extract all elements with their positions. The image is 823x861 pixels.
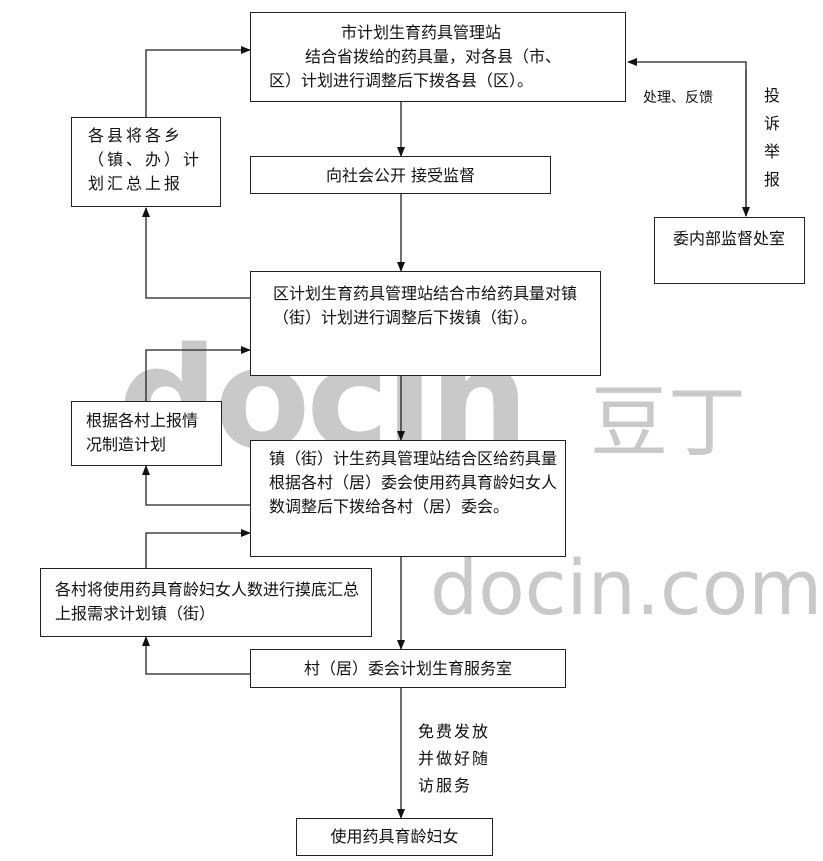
box-public-supervision: 向社会公开 接受监督 xyxy=(250,156,551,194)
label-feedback: 处理、反馈 xyxy=(643,90,713,106)
arrow-village-plan-to-district xyxy=(145,346,251,401)
label-complaint-char-3: 举 xyxy=(764,142,781,161)
box-city-station: 市计划生育药具管理站 结合省拨给的药具量，对各县（市、 区）计划进行调整后下拨各… xyxy=(250,12,626,102)
city-station-line2: 结合省拨给的药具量，对各县（市、 xyxy=(305,47,562,66)
watermark-url: docin.com xyxy=(430,543,823,632)
box-county-report: 各县将各乡（镇、办）计划汇总上报 xyxy=(71,117,221,207)
label-complaint-char-1: 投 xyxy=(764,86,781,105)
box-service-room: 村（居）委会计划生育服务室 xyxy=(250,649,566,688)
county-report-text: 各县将各乡（镇、办）计划汇总上报 xyxy=(88,126,203,193)
label-free-service-line-1: 免费发放 xyxy=(418,722,491,741)
box-women: 使用药具育龄妇女 xyxy=(296,818,493,856)
arrow-district-to-county-report xyxy=(142,207,250,299)
box-district-station: 区计划生育药具管理站结合市给药具量对镇（街）计划进行调整后下拨镇（街）。 xyxy=(250,271,601,376)
label-free-service: 免费发放 并做好随 访服务 xyxy=(418,718,490,799)
box-village-count: 各村将使用药具育龄妇女人数进行摸底汇总上报需求计划镇（街） xyxy=(40,568,372,637)
city-station-title: 市计划生育药具管理站 xyxy=(341,23,502,42)
town-station-text: 镇（街）计生药具管理站结合区给药具量根据各村（居）委会使用药具育龄妇女人数调整后… xyxy=(269,449,558,516)
label-free-service-line-3: 访服务 xyxy=(418,776,473,795)
public-supervision-text: 向社会公开 接受监督 xyxy=(325,166,476,185)
box-inner-supervision: 委内部监督处室 xyxy=(654,217,805,284)
box-town-station: 镇（街）计生药具管理站结合区给药具量根据各村（居）委会使用药具育龄妇女人数调整后… xyxy=(250,440,566,557)
label-free-service-line-2: 并做好随 xyxy=(418,749,491,768)
arrow-village-count-to-town xyxy=(145,529,251,568)
village-plan-text: 根据各村上报情况制造计划 xyxy=(86,411,199,454)
watermark-docin-cn: 豆丁 xyxy=(590,378,747,468)
label-complaint-char-2: 诉 xyxy=(764,114,781,133)
label-complaint-char-4: 报 xyxy=(764,170,781,189)
service-room-text: 村（居）委会计划生育服务室 xyxy=(303,659,512,678)
arrow-service-to-village-count xyxy=(142,636,250,675)
arrow-county-report-to-city xyxy=(145,46,251,117)
box-village-plan: 根据各村上报情况制造计划 xyxy=(71,401,222,466)
label-complaint: 投 诉 举 报 xyxy=(764,82,780,194)
arrow-town-to-village-plan xyxy=(142,465,250,506)
village-count-text: 各村将使用药具育龄妇女人数进行摸底汇总上报需求计划镇（街） xyxy=(55,580,360,623)
inner-supervision-text: 委内部监督处室 xyxy=(673,229,786,248)
district-station-text: 区计划生育药具管理站结合市给药具量对镇（街）计划进行调整后下拨镇（街）。 xyxy=(273,284,578,327)
women-text: 使用药具育龄妇女 xyxy=(330,827,459,846)
city-station-line3: 区）计划进行调整后下拨各县（区）。 xyxy=(269,71,534,90)
